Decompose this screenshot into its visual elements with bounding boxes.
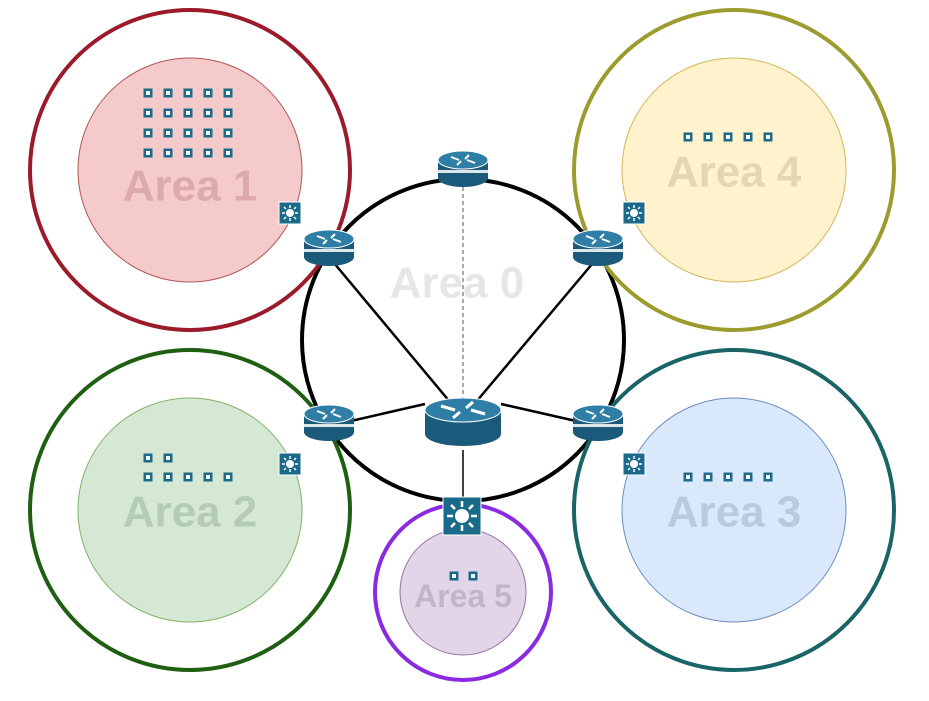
host-icon[interactable] <box>203 472 213 482</box>
host-icon[interactable] <box>683 132 693 142</box>
host-icon[interactable] <box>203 88 213 98</box>
area5: Area 5 <box>373 502 553 682</box>
host-icon[interactable] <box>223 108 233 118</box>
host-icon[interactable] <box>223 128 233 138</box>
host-icon[interactable] <box>743 132 753 142</box>
area4-disc <box>621 57 847 283</box>
host-icon[interactable] <box>703 132 713 142</box>
l3-switch-icon[interactable] <box>622 452 646 476</box>
area4: Area 4 <box>572 8 896 332</box>
host-icon[interactable] <box>449 571 459 581</box>
host-icon[interactable] <box>143 88 153 98</box>
host-icon[interactable] <box>183 472 193 482</box>
area1-disc <box>77 57 303 283</box>
host-icon[interactable] <box>183 108 193 118</box>
area3-label: Area 3 <box>667 488 802 537</box>
host-icon[interactable] <box>143 472 153 482</box>
host-icon[interactable] <box>223 88 233 98</box>
link-core-area1-abr <box>328 256 451 403</box>
host-icon[interactable] <box>743 472 753 482</box>
host-icon[interactable] <box>143 148 153 158</box>
core-router-icon[interactable] <box>423 396 503 448</box>
link-core-area4-abr <box>475 256 599 403</box>
area3-disc <box>621 397 847 623</box>
router-icon[interactable] <box>572 404 624 442</box>
host-icon[interactable] <box>703 472 713 482</box>
area1: Area 1 <box>28 8 352 332</box>
host-icon[interactable] <box>468 571 478 581</box>
host-icon[interactable] <box>183 128 193 138</box>
l3-switch-icon[interactable] <box>622 201 646 225</box>
area2-disc <box>77 397 303 623</box>
host-icon[interactable] <box>143 128 153 138</box>
host-icon[interactable] <box>203 148 213 158</box>
host-icon[interactable] <box>203 108 213 118</box>
router-icon[interactable] <box>303 229 355 267</box>
host-icon[interactable] <box>163 472 173 482</box>
area5-label: Area 5 <box>414 578 512 614</box>
area0-label: Area 0 <box>390 259 525 308</box>
host-icon[interactable] <box>763 472 773 482</box>
host-icon[interactable] <box>143 108 153 118</box>
host-icon[interactable] <box>163 453 173 463</box>
host-icon[interactable] <box>223 148 233 158</box>
router-icon[interactable] <box>437 150 489 188</box>
area4-label: Area 4 <box>667 148 802 197</box>
host-icon[interactable] <box>163 108 173 118</box>
router-icon[interactable] <box>303 404 355 442</box>
l3-switch-icon[interactable] <box>278 452 302 476</box>
area3: Area 3 <box>572 348 896 672</box>
area1-label: Area 1 <box>123 162 258 211</box>
area2-label: Area 2 <box>123 488 258 537</box>
host-icon[interactable] <box>723 132 733 142</box>
host-icon[interactable] <box>763 132 773 142</box>
l3-switch-icon[interactable] <box>278 201 302 225</box>
host-icon[interactable] <box>163 148 173 158</box>
host-icon[interactable] <box>183 148 193 158</box>
host-icon[interactable] <box>143 453 153 463</box>
host-icon[interactable] <box>683 472 693 482</box>
host-icon[interactable] <box>163 88 173 98</box>
area2: Area 2 <box>28 348 352 672</box>
host-icon[interactable] <box>203 128 213 138</box>
host-icon[interactable] <box>163 128 173 138</box>
l3-switch-icon[interactable] <box>441 495 483 537</box>
router-icon[interactable] <box>572 229 624 267</box>
host-icon[interactable] <box>183 88 193 98</box>
host-icon[interactable] <box>223 472 233 482</box>
host-icon[interactable] <box>723 472 733 482</box>
